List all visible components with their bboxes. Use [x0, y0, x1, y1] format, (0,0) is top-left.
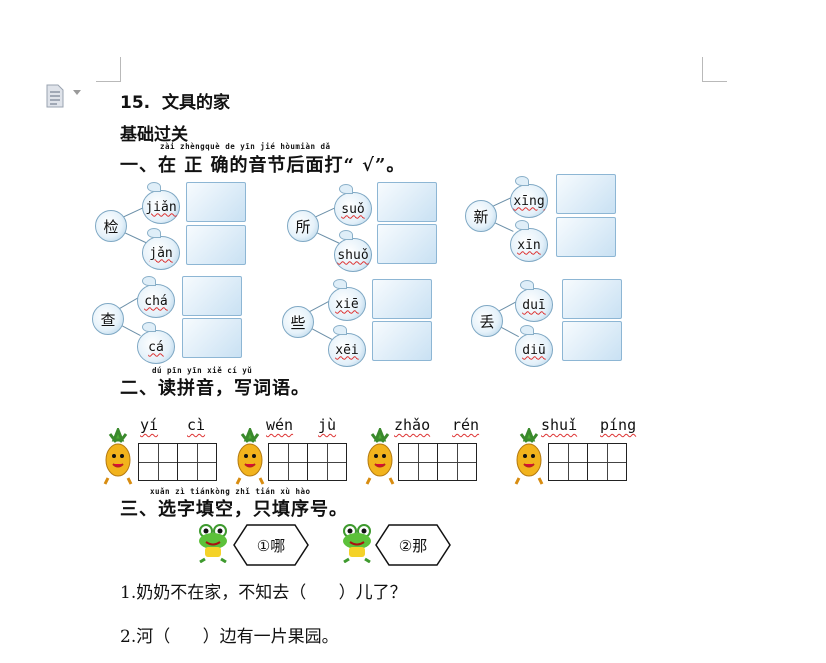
page-margin-corner-right: [702, 57, 727, 82]
answer-box[interactable]: [186, 225, 246, 265]
answer-box[interactable]: [377, 224, 437, 264]
part1-heading: 一、在 正 确的音节后面打“ √”。: [120, 155, 406, 176]
pinyin-option-apple: cá: [137, 322, 175, 364]
part3-pinyin-ruby: xuǎn zì tiánkòng zhǐ tián xù hào: [150, 487, 311, 496]
choice-label: ①哪: [256, 536, 286, 555]
character-apple: 查: [92, 303, 124, 335]
pinyin-syllable: shuǐ: [541, 416, 578, 434]
pinyin-syllable: píng: [600, 416, 637, 434]
pinyin-syllable: yí: [140, 416, 159, 434]
pinyin-option-apple: jǎn: [142, 228, 180, 270]
section-label: 基础过关: [120, 125, 188, 145]
question-1: 1.奶奶不在家，不知去（ ）儿了？: [120, 583, 407, 603]
lesson-title: 15. 文具的家: [120, 93, 230, 113]
pinyin-option-apple: suǒ: [334, 184, 372, 226]
chevron-down-icon[interactable]: [73, 90, 81, 95]
pinyin-option-apple: xēi: [328, 325, 366, 367]
writing-grid[interactable]: [268, 443, 347, 481]
pineapple-icon: [514, 428, 544, 485]
pineapple-icon: [103, 428, 133, 485]
choice-hexagon: ①哪: [233, 524, 309, 566]
character-apple: 丢: [471, 305, 503, 337]
pineapple-icon: [235, 428, 265, 485]
pinyin-syllable: wén: [266, 416, 294, 434]
pinyin-option-apple: jiǎn: [142, 182, 180, 224]
pinyin-option-apple: duī: [515, 280, 553, 322]
pinyin-option-apple: shuǒ: [334, 230, 372, 272]
answer-box[interactable]: [377, 182, 437, 222]
pinyin-syllable: jù: [318, 416, 337, 434]
pinyin-option-apple: xīn: [510, 220, 548, 262]
writing-grid[interactable]: [138, 443, 217, 481]
pinyin-option-apple: diū: [515, 325, 553, 367]
writing-grid[interactable]: [548, 443, 627, 481]
choice-label: ②那: [398, 536, 428, 555]
page-margin-corner-left: [96, 57, 121, 82]
answer-box[interactable]: [372, 321, 432, 361]
part2-pinyin-ruby: dú pīn yīn xiě cí yǔ: [152, 366, 253, 375]
answer-box[interactable]: [182, 318, 242, 358]
answer-box[interactable]: [182, 276, 242, 316]
answer-box[interactable]: [186, 182, 246, 222]
pinyin-syllable: cì: [187, 416, 206, 434]
pineapple-icon: [365, 428, 395, 485]
choice-hexagon: ②那: [375, 524, 451, 566]
part1-pinyin-ruby: zài zhèngquè de yīn jié hòumiàn dǎ: [160, 142, 331, 151]
character-apple: 检: [95, 210, 127, 242]
document-icon[interactable]: [44, 84, 66, 108]
pinyin-option-apple: xīng: [510, 176, 548, 218]
part2-heading: 二、读拼音，写词语。: [120, 378, 310, 399]
answer-box[interactable]: [556, 174, 616, 214]
character-apple: 新: [465, 200, 497, 232]
pinyin-option-apple: xiē: [328, 279, 366, 321]
writing-grid[interactable]: [398, 443, 477, 481]
answer-box[interactable]: [562, 321, 622, 361]
answer-box[interactable]: [562, 279, 622, 319]
character-apple: 些: [282, 306, 314, 338]
answer-box[interactable]: [372, 279, 432, 319]
question-2: 2.河（ ）边有一片果园。: [120, 627, 339, 647]
answer-box[interactable]: [556, 217, 616, 257]
pinyin-syllable: zhǎo: [394, 416, 431, 434]
frog-icon: [199, 524, 227, 563]
pinyin-option-apple: chá: [137, 276, 175, 318]
pinyin-syllable: rén: [452, 416, 480, 434]
frog-icon: [343, 524, 371, 563]
part3-heading: 三、选字填空，只填序号。: [120, 499, 348, 520]
character-apple: 所: [287, 210, 319, 242]
